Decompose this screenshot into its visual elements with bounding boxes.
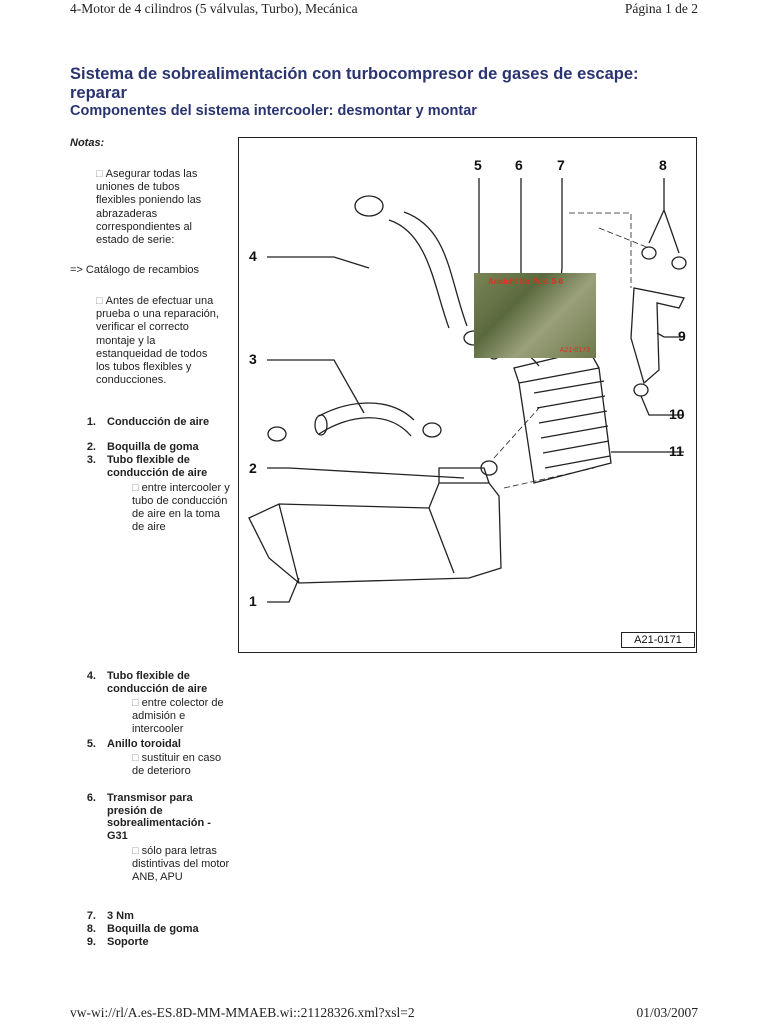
- photo-label: Ansicht für Pos. 5-6: [488, 277, 564, 286]
- checkbox-icon: □: [132, 697, 139, 709]
- note-1: □Asegurar todas las uniones de tubos fle…: [96, 168, 221, 247]
- checkbox-icon: □: [132, 752, 139, 764]
- checkbox-icon: □: [96, 168, 103, 180]
- figure-reference: A21-0171: [621, 632, 695, 648]
- sub-item-6: □sólo para letras distintivas del motor …: [132, 845, 230, 883]
- sub-item-5: □sustituir en caso de deterioro: [132, 752, 222, 777]
- sub-item-4: □entre colector de admisión e intercoole…: [132, 697, 224, 735]
- catalog-link[interactable]: => Catálogo de recambios: [70, 264, 200, 276]
- callout-6: 6: [515, 157, 523, 173]
- callout-2: 2: [249, 460, 257, 476]
- callout-4: 4: [249, 248, 257, 264]
- checkbox-icon: □: [132, 845, 139, 857]
- callout-7: 7: [557, 157, 565, 173]
- note-text: Asegurar todas las uniones de tubos flex…: [96, 168, 202, 247]
- callout-3: 3: [249, 351, 257, 367]
- callout-1: 1: [249, 593, 257, 609]
- footer-url: vw-wi://rl/A.es-ES.8D-MM-MMAEB.wi::21128…: [70, 1005, 415, 1020]
- checkbox-icon: □: [132, 482, 139, 494]
- notes-label: Notas:: [70, 137, 105, 149]
- callout-11: 11: [669, 443, 684, 459]
- callout-8: 8: [659, 157, 667, 173]
- page-number: Página 1 de 2: [624, 1, 698, 16]
- sub-item-3: □entre intercooler y tubo de conducción …: [132, 482, 230, 533]
- page-title: Sistema de sobrealimentación con turboco…: [70, 65, 639, 102]
- page-subtitle: Componentes del sistema intercooler: des…: [70, 103, 477, 119]
- note-text: Antes de efectuar una prueba o una repar…: [96, 295, 219, 387]
- diagram-drawing: [248, 178, 687, 603]
- note-2: □Antes de efectuar una prueba o una repa…: [96, 295, 221, 387]
- callout-5: 5: [474, 157, 482, 173]
- footer-date: 01/03/2007: [636, 1005, 698, 1020]
- callout-10: 10: [669, 406, 685, 422]
- header-title: 4-Motor de 4 cilindros (5 válvulas, Turb…: [70, 1, 358, 16]
- page-header: 4-Motor de 4 cilindros (5 válvulas, Turb…: [0, 0, 768, 20]
- exploded-diagram: Ansicht für Pos. 5-6 A21-0173 5 6 7 8 4 …: [238, 137, 697, 653]
- callout-9: 9: [678, 328, 686, 344]
- photo-ref: A21-0173: [559, 347, 590, 354]
- checkbox-icon: □: [96, 295, 103, 307]
- inset-photo: Ansicht für Pos. 5-6 A21-0173: [474, 273, 596, 358]
